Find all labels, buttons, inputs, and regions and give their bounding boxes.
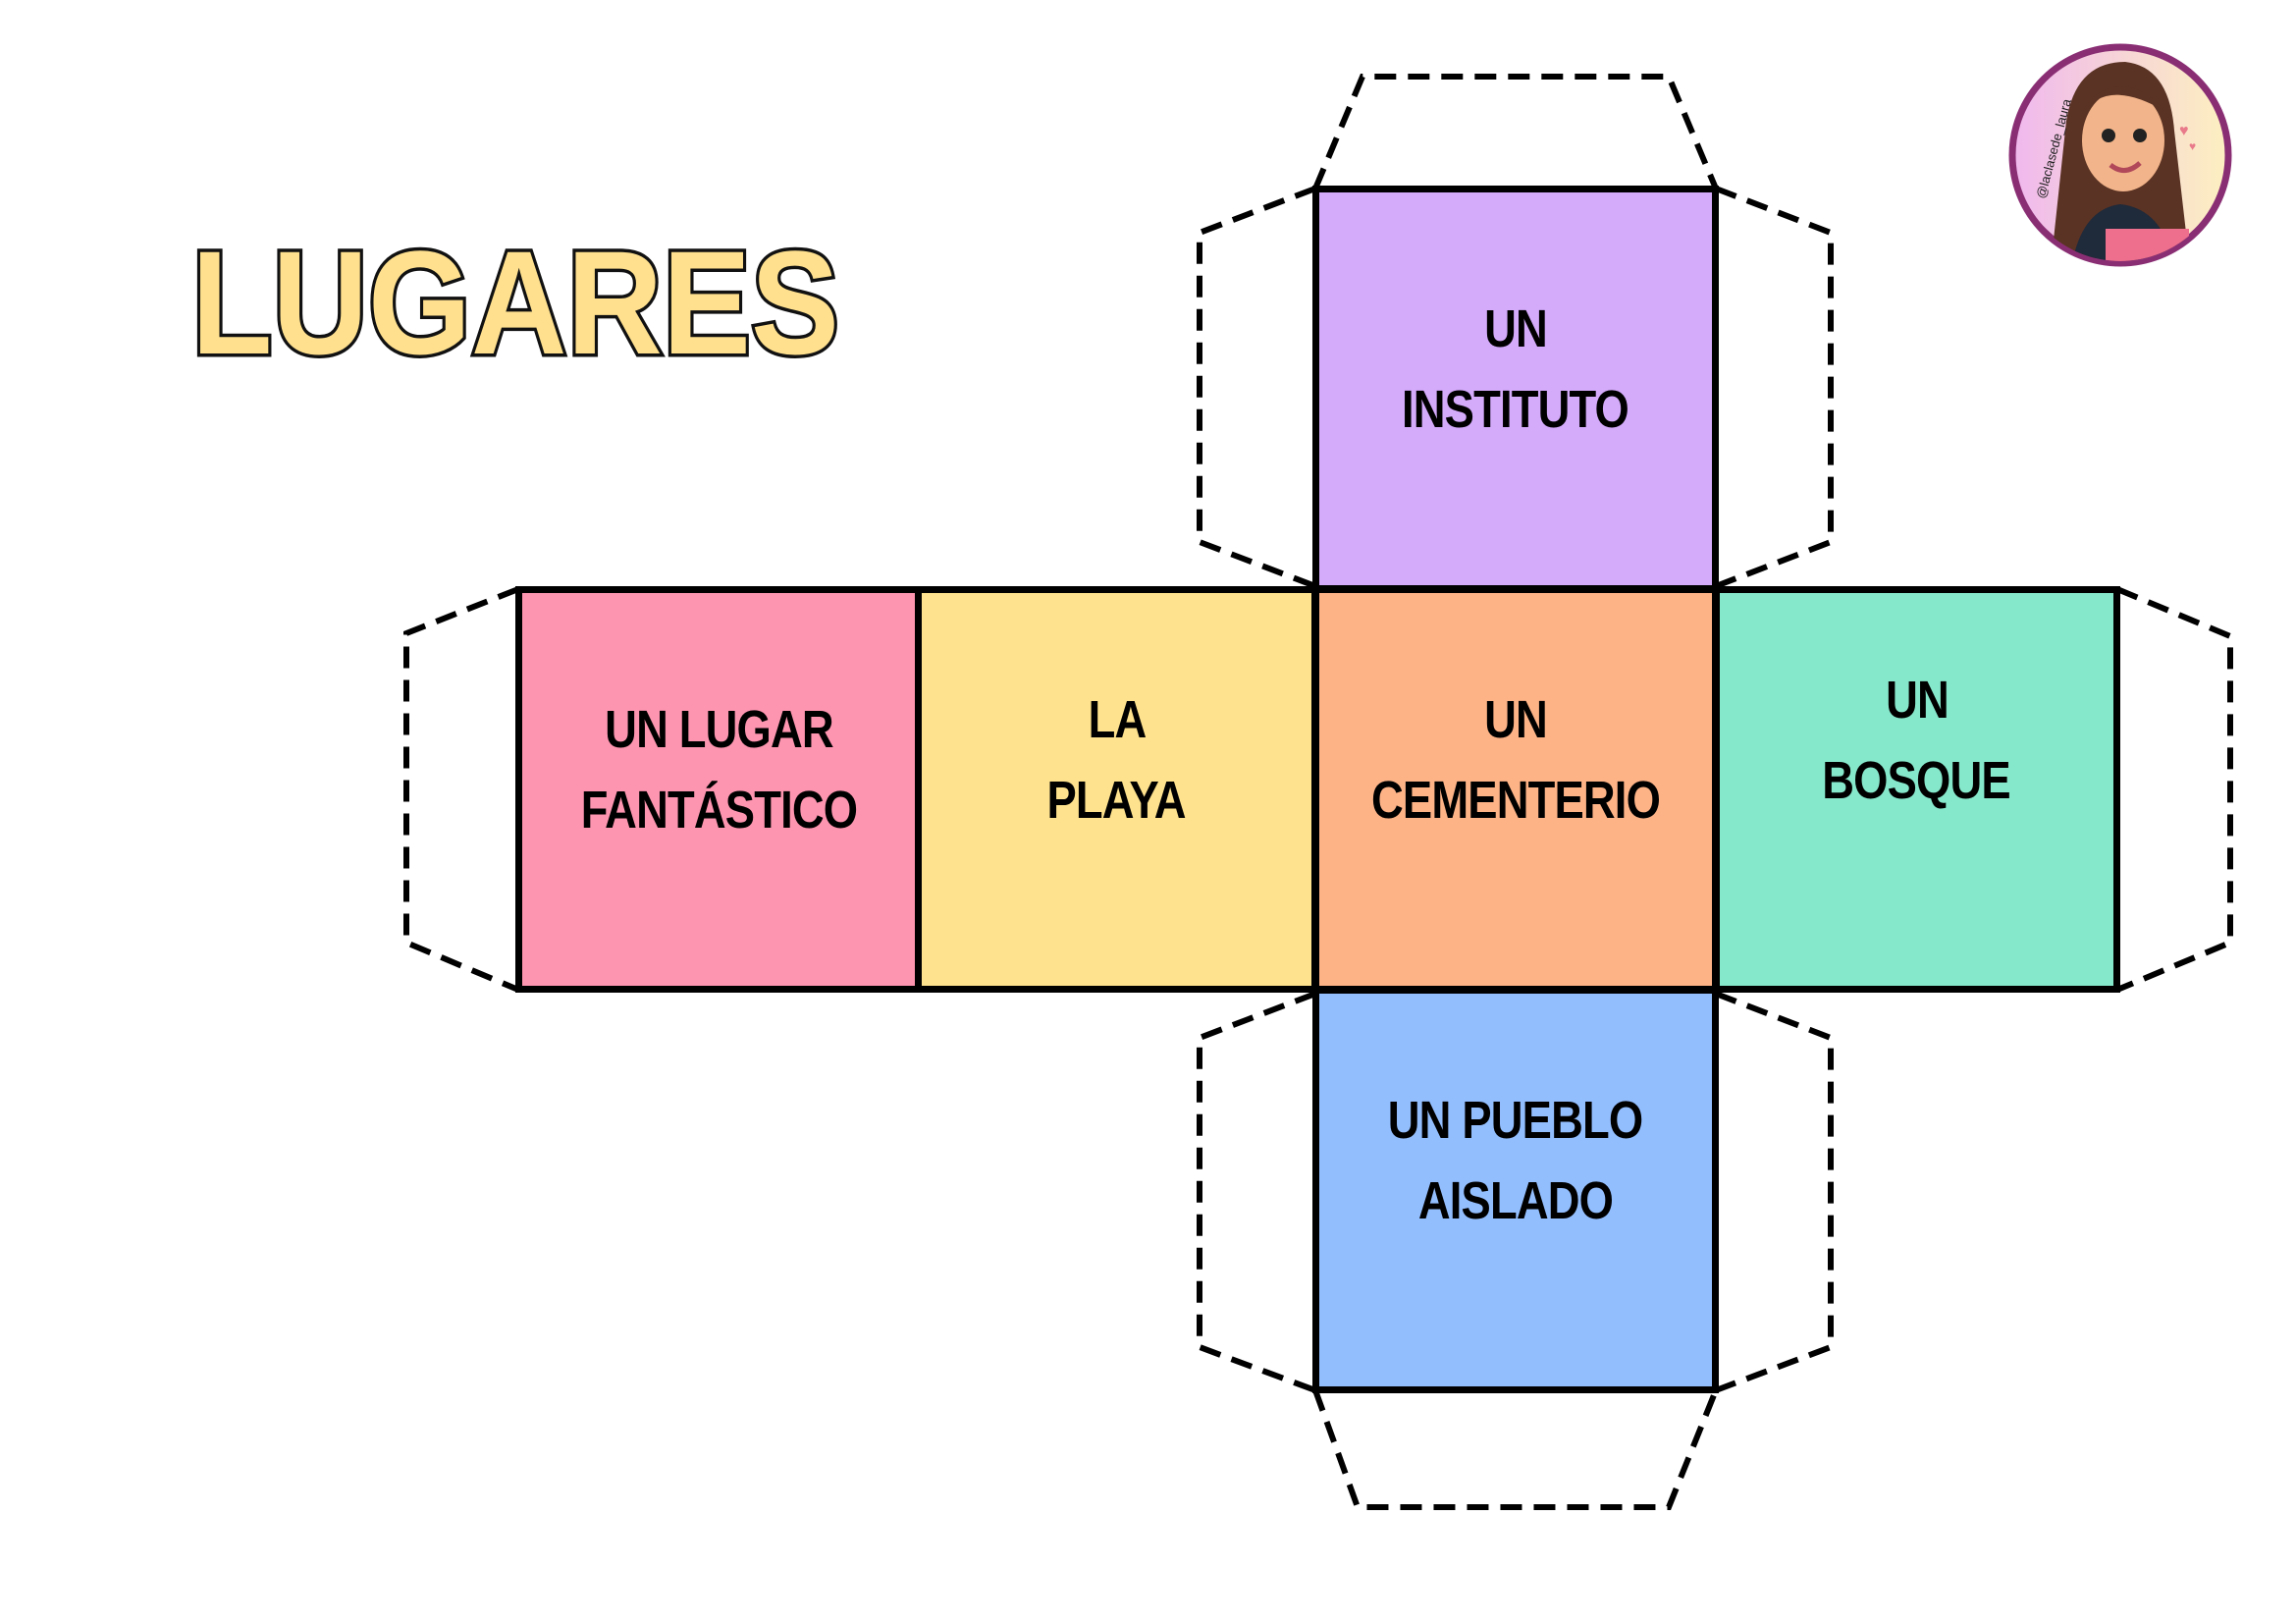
glue-tab-bottom-right: [1714, 991, 1834, 1393]
face-left-line-2: FANTÁSTICO: [580, 781, 857, 839]
glue-tab-right: [2115, 586, 2233, 993]
face-center-line-1: UN: [1484, 690, 1548, 749]
face-right-line-1: UN: [1885, 671, 1949, 730]
glue-tab-top: [1312, 74, 1719, 190]
face-left: UN LUGAR FANTÁSTICO: [515, 586, 922, 993]
glue-tab-bottom-left: [1197, 991, 1317, 1393]
face-center-left: LA PLAYA: [915, 586, 1318, 993]
face-center-line-2: CEMENTERIO: [1370, 771, 1661, 830]
glue-tab-left: [403, 586, 520, 993]
page-title: LUGARES: [188, 221, 843, 378]
face-top-line-2: INSTITUTO: [1402, 380, 1629, 439]
face-top-line-1: UN: [1484, 299, 1548, 358]
title-text: LUGARES: [191, 221, 839, 378]
face-center-left-line-2: PLAYA: [1046, 771, 1187, 830]
glue-tab-top-left: [1197, 186, 1317, 589]
avatar-illustration: @laclasede_laura ♥♥: [2033, 62, 2196, 261]
face-center: UN CEMENTERIO: [1312, 586, 1719, 993]
svg-text:♥: ♥: [2179, 123, 2189, 139]
glue-tab-top-right: [1714, 186, 1834, 589]
face-left-line-1: UN LUGAR: [604, 700, 834, 759]
face-center-left-line-1: LA: [1088, 690, 1147, 749]
face-bottom: UN PUEBLO AISLADO: [1312, 987, 1719, 1393]
face-right-line-2: BOSQUE: [1822, 751, 2011, 810]
face-bottom-line-1: UN PUEBLO: [1388, 1091, 1643, 1150]
svg-text:♥: ♥: [2189, 139, 2196, 153]
face-right: UN BOSQUE: [1713, 586, 2120, 993]
author-avatar: @laclasede_laura ♥♥: [2008, 43, 2232, 267]
face-top: UN INSTITUTO: [1312, 186, 1719, 592]
glue-tab-bottom: [1312, 1388, 1719, 1510]
face-bottom-line-2: AISLADO: [1417, 1171, 1614, 1230]
